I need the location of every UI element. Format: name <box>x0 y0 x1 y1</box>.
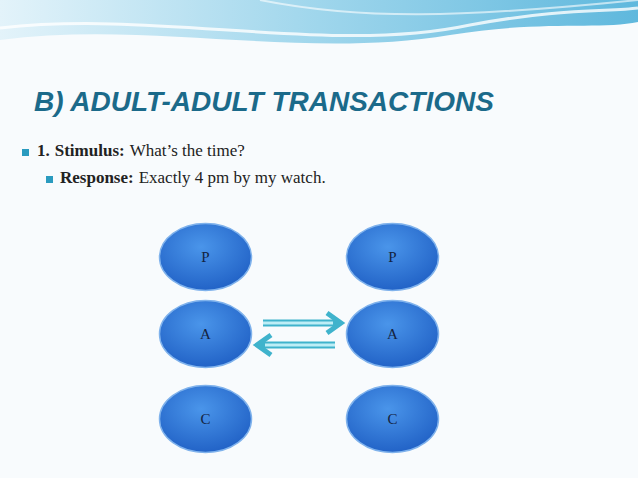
circle-text-holder: P <box>345 222 440 292</box>
ego-state-letter: A <box>200 326 211 343</box>
arrow-shaft <box>260 342 335 349</box>
ego-state-circle: C <box>345 384 440 454</box>
slide-title: B) ADULT-ADULT TRANSACTIONS <box>34 86 494 118</box>
header-banner <box>0 0 638 70</box>
bullet-square <box>46 176 53 183</box>
banner-wave-line <box>260 0 638 14</box>
arrow-shaft-highlight <box>265 344 335 347</box>
circle-fill <box>160 224 252 291</box>
response-text: Exactly 4 pm by my watch. <box>139 168 326 187</box>
ego-state-letter: C <box>387 411 397 428</box>
banner-wave <box>0 22 638 70</box>
transaction-arrow <box>257 335 335 355</box>
ego-state-circle: C <box>158 384 253 454</box>
arrow-head <box>327 313 341 333</box>
ego-state-letter: P <box>388 249 396 266</box>
circle-text-holder: A <box>158 299 253 369</box>
stimulus-line: 1. Stimulus: What’s the time? <box>37 141 250 161</box>
ego-state-circle: P <box>345 222 440 292</box>
ego-state-circle: P <box>158 222 253 292</box>
circle-fill <box>347 301 439 368</box>
item-number: 1. <box>37 141 50 160</box>
circle-text-holder: A <box>345 299 440 369</box>
ego-state-letter: A <box>387 326 398 343</box>
banner-wave-line <box>0 8 638 36</box>
arrow-shaft-highlight <box>263 322 333 325</box>
transaction-arrow <box>263 313 341 333</box>
bullet-square <box>22 149 29 156</box>
response-line: Response: Exactly 4 pm by my watch. <box>60 168 331 188</box>
stimulus-text: What’s the time? <box>130 141 245 160</box>
circle-fill <box>160 301 252 368</box>
circle-text-holder: P <box>158 222 253 292</box>
response-heading: Response: <box>60 168 134 187</box>
ego-state-circle: A <box>345 299 440 369</box>
circle-text-holder: C <box>345 384 440 454</box>
arrow-shaft <box>263 320 338 327</box>
circle-fill <box>160 386 252 453</box>
circle-fill <box>347 386 439 453</box>
ego-state-letter: C <box>200 411 210 428</box>
arrow-head <box>257 335 271 355</box>
circle-text-holder: C <box>158 384 253 454</box>
ego-state-circle: A <box>158 299 253 369</box>
ego-state-letter: P <box>201 249 209 266</box>
circle-fill <box>347 224 439 291</box>
stimulus-heading: Stimulus: <box>55 141 125 160</box>
